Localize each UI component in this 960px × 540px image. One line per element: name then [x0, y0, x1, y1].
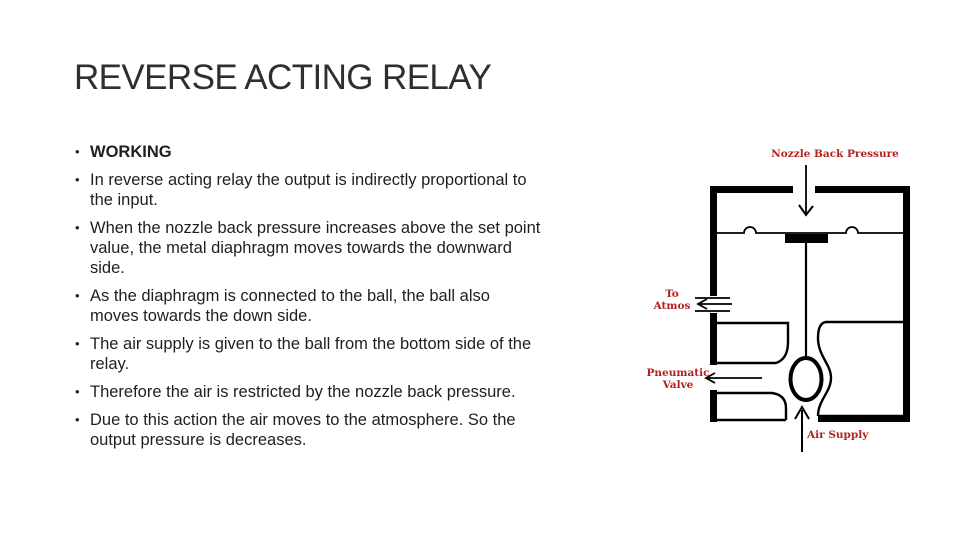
bottom-wall-right — [818, 415, 910, 422]
bullet-marker: • — [75, 336, 80, 351]
bullet-item: • Therefore the air is restricted by the… — [75, 382, 655, 402]
right-wall — [903, 186, 910, 422]
nozzle-back-pressure-label: Nozzle Back Pressure — [771, 148, 899, 160]
bullet-text: As the diaphragm is connected to the bal… — [90, 287, 490, 325]
bullet-text: The air supply is given to the ball from… — [90, 335, 532, 373]
air-supply-arrow — [794, 405, 810, 452]
bullet-text: When the nozzle back pressure increases … — [90, 219, 541, 277]
nozzle-arrow — [798, 165, 814, 217]
bullet-marker: • — [75, 144, 80, 159]
bullet-item: • In reverse acting relay the output is … — [75, 170, 655, 210]
bullet-item: • Due to this action the air moves to th… — [75, 410, 655, 450]
bullet-item: • As the diaphragm is connected to the b… — [75, 286, 655, 326]
bullet-item: • When the nozzle back pressure increase… — [75, 218, 655, 278]
left-wall-lower — [710, 390, 717, 422]
atmos-vent — [695, 297, 732, 312]
right-chamber — [816, 320, 903, 418]
bullet-marker: • — [75, 172, 80, 187]
bullet-text: Due to this action the air moves to the … — [90, 411, 516, 449]
bullet-marker: • — [75, 288, 80, 303]
lower-left-chamber — [717, 391, 788, 422]
bullet-marker: • — [75, 384, 80, 399]
relay-ball — [788, 356, 824, 402]
bullet-text: Therefore the air is restricted by the n… — [90, 383, 516, 401]
upper-left-chamber — [717, 321, 790, 365]
relay-schematic — [695, 165, 910, 452]
pneumatic-valve-label: Pneumatic Valve — [646, 367, 710, 391]
relay-body-walls — [710, 186, 910, 422]
bullet-list: • WORKING • In reverse acting relay the … — [75, 142, 655, 458]
relay-diagram: Nozzle Back Pressure To Atmos Pneumatic … — [640, 130, 960, 475]
to-atmos-label: To Atmos — [653, 288, 691, 312]
left-wall-middle — [710, 313, 717, 365]
bullet-text: WORKING — [90, 143, 172, 161]
slide-title: REVERSE ACTING RELAY — [74, 58, 492, 97]
bullet-marker: • — [75, 220, 80, 235]
air-supply-label: Air Supply — [807, 429, 869, 441]
diaphragm-line — [713, 226, 906, 234]
top-wall-left — [710, 186, 793, 193]
bullet-marker: • — [75, 412, 80, 427]
top-wall-right — [815, 186, 910, 193]
pneumatic-valve-arrow — [704, 372, 762, 384]
bullet-item: • WORKING — [75, 142, 655, 162]
left-wall-upper — [710, 186, 717, 296]
bullet-text: In reverse acting relay the output is in… — [90, 171, 527, 209]
bullet-item: • The air supply is given to the ball fr… — [75, 334, 655, 374]
diaphragm-plate — [785, 234, 828, 243]
